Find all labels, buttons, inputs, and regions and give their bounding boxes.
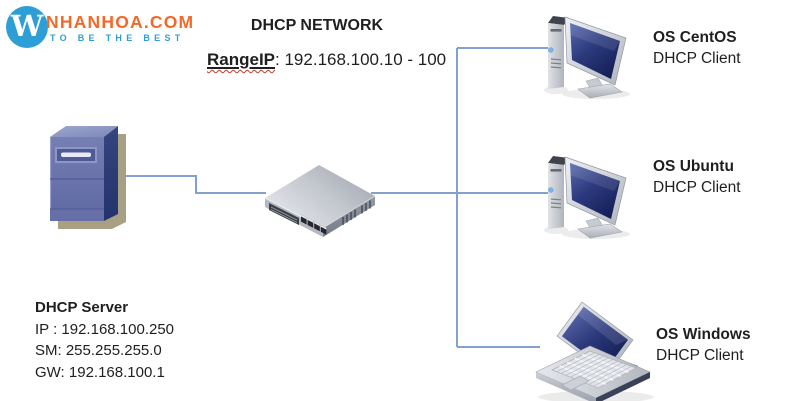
client-windows-os: OS Windows bbox=[656, 326, 751, 343]
laptop-touchpad bbox=[561, 375, 590, 391]
network-switch-icon bbox=[264, 165, 376, 237]
range-ip-label: RangeIP bbox=[207, 50, 276, 69]
desktop-icon-centos bbox=[543, 15, 631, 100]
logo-tagline-text: TO BE THE BEST bbox=[50, 33, 185, 43]
nhanhoa-logo-badge: W bbox=[6, 6, 48, 48]
client-label-ubuntu: OS Ubuntu DHCP Client bbox=[653, 156, 741, 198]
logo-brand-text: NHANHOA.COM bbox=[46, 12, 195, 32]
desktop-icon-ubuntu bbox=[543, 155, 631, 240]
client-ubuntu-os: OS Ubuntu bbox=[653, 158, 734, 175]
switch-ports bbox=[301, 214, 327, 235]
range-ip-line: RangeIP: 192.168.100.10 - 100 bbox=[207, 50, 446, 70]
client-ubuntu-role: DHCP Client bbox=[653, 179, 741, 196]
switch-top-face bbox=[265, 165, 375, 228]
client-centos-role: DHCP Client bbox=[653, 50, 741, 67]
server-subnet: SM: 255.255.255.0 bbox=[35, 342, 162, 359]
client-windows-role: DHCP Client bbox=[656, 347, 744, 364]
link-server-switch bbox=[125, 175, 266, 194]
client-label-centos: OS CentOS DHCP Client bbox=[653, 27, 741, 69]
server-side-face bbox=[104, 126, 118, 221]
server-title: DHCP Server bbox=[35, 299, 129, 316]
dhcp-server-info: DHCP Server IP : 192.168.100.250 SM: 255… bbox=[35, 297, 174, 383]
laptop-screen bbox=[561, 306, 628, 370]
diagram-title: DHCP NETWORK bbox=[250, 17, 384, 34]
nhanhoa-logo: W NHANHOA.COM TO BE THE BEST bbox=[6, 6, 206, 52]
laptop-icon-windows bbox=[535, 301, 654, 401]
range-ip-value: : 192.168.100.10 - 100 bbox=[275, 50, 447, 69]
logo-monogram: W bbox=[10, 8, 44, 43]
range-ip-label-wrap: RangeIP bbox=[207, 50, 275, 69]
laptop-keyboard bbox=[551, 350, 637, 389]
server-gateway: GW: 192.168.100.1 bbox=[35, 363, 165, 381]
client-centos-os: OS CentOS bbox=[653, 29, 737, 46]
client-label-windows: OS Windows DHCP Client bbox=[656, 324, 751, 366]
switch-vents bbox=[342, 200, 371, 225]
dhcp-server-icon bbox=[50, 126, 126, 229]
server-top-face bbox=[50, 126, 118, 137]
server-ip: IP : 192.168.100.250 bbox=[35, 320, 175, 338]
